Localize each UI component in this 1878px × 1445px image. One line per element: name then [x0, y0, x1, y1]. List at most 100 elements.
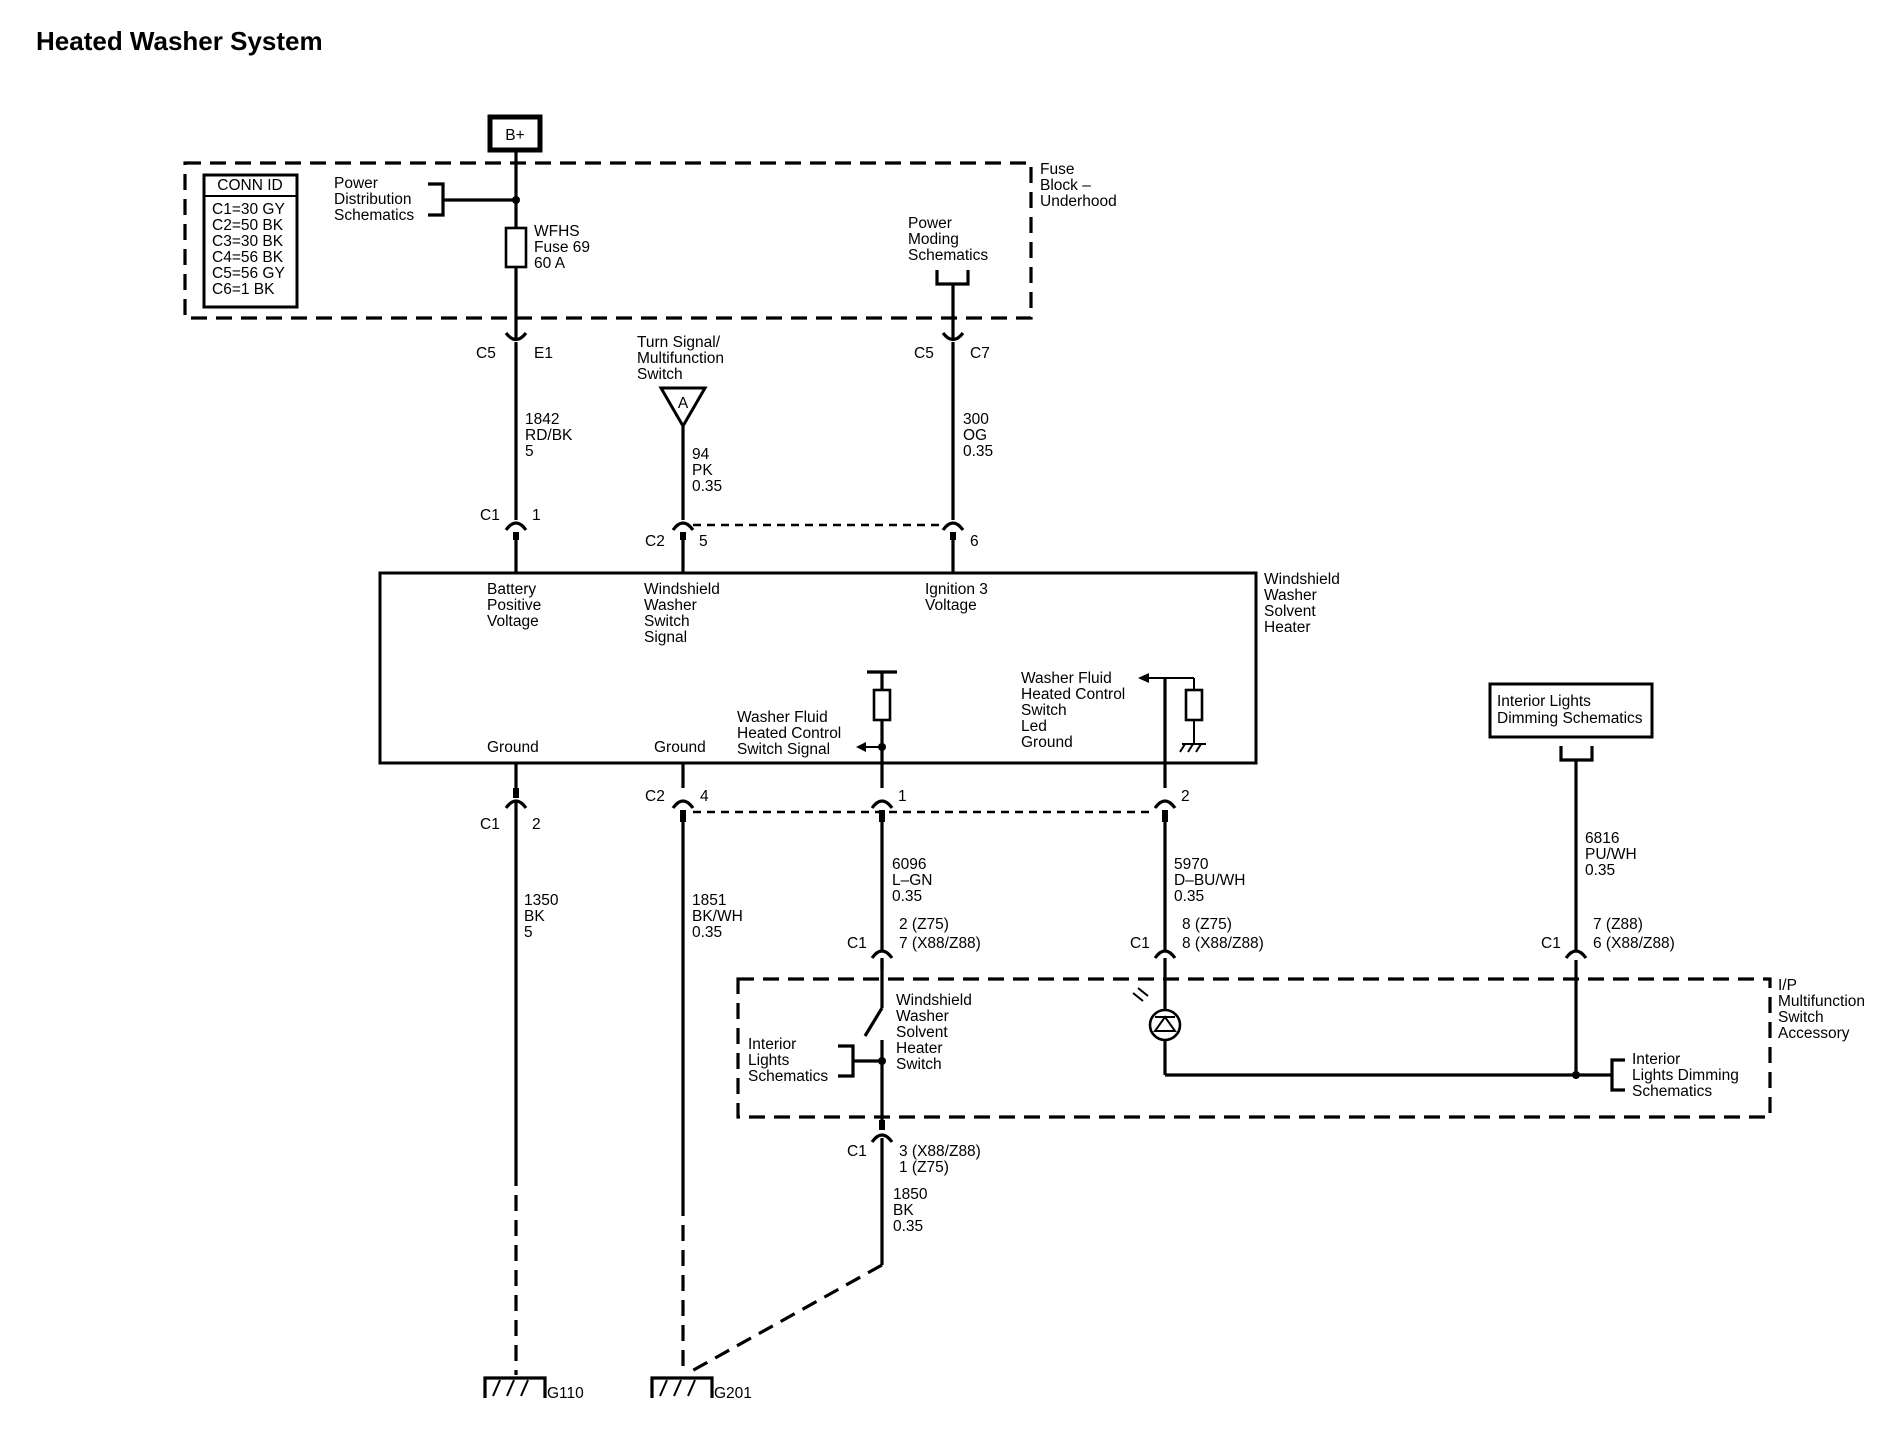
- battery-label: B+: [505, 127, 524, 144]
- svg-text:1350: 1350: [524, 892, 559, 909]
- svg-text:6: 6: [970, 533, 979, 550]
- svg-text:Multifunction: Multifunction: [637, 350, 724, 367]
- svg-text:C1: C1: [480, 816, 500, 833]
- svg-text:0.35: 0.35: [692, 478, 722, 495]
- ip-switch-label: I/P Multifunction Switch Accessory: [1778, 977, 1865, 1042]
- svg-text:C1: C1: [480, 507, 500, 524]
- svg-text:0.35: 0.35: [893, 1218, 923, 1235]
- svg-text:94: 94: [692, 446, 710, 463]
- svg-text:6816: 6816: [1585, 830, 1619, 847]
- svg-text:Washer Fluid: Washer Fluid: [1021, 670, 1112, 687]
- svg-text:Washer Fluid: Washer Fluid: [737, 709, 828, 726]
- svg-text:Windshield: Windshield: [644, 581, 720, 598]
- svg-text:Dimming Schematics: Dimming Schematics: [1497, 710, 1643, 727]
- wire-1850-ground-run: [689, 1263, 883, 1374]
- svg-text:Voltage: Voltage: [487, 613, 539, 630]
- wire-6816-label: 6816 PU/WH 0.35: [1585, 830, 1637, 879]
- ground-label-1: Ground: [487, 739, 539, 756]
- svg-text:7 (Z88): 7 (Z88): [1593, 916, 1643, 933]
- fuse-number: Fuse 69: [534, 239, 590, 256]
- svg-text:C5: C5: [476, 345, 496, 362]
- interior-dimming-ref-inner: Interior Lights Dimming Schematics: [1572, 960, 1739, 1100]
- svg-text:Heated Control: Heated Control: [737, 725, 841, 742]
- svg-text:Lights: Lights: [748, 1052, 790, 1069]
- svg-text:Lights Dimming: Lights Dimming: [1632, 1067, 1739, 1084]
- ground-label-2: Ground: [654, 739, 706, 756]
- svg-text:C2: C2: [645, 788, 665, 805]
- connector-c5-e1: C5 E1: [476, 318, 553, 362]
- svg-text:Multifunction: Multifunction: [1778, 993, 1865, 1010]
- svg-text:E1: E1: [534, 345, 553, 362]
- svg-text:Signal: Signal: [644, 629, 687, 646]
- fuse-69: WFHS Fuse 69 60 A: [504, 150, 590, 318]
- svg-text:5: 5: [524, 924, 533, 941]
- svg-text:1: 1: [532, 507, 541, 524]
- connector-c5-c7: C5 C7: [914, 318, 990, 362]
- diagram-title: Heated Washer System: [36, 26, 323, 56]
- svg-text:Ignition 3: Ignition 3: [925, 581, 988, 598]
- svg-text:C1: C1: [847, 935, 867, 952]
- svg-text:Positive: Positive: [487, 597, 541, 614]
- conn-id-table: CONN ID C1=30 GY C2=50 BK C3=30 BK C4=56…: [202, 173, 299, 309]
- svg-text:Windshield: Windshield: [896, 992, 972, 1009]
- svg-text:Schematics: Schematics: [748, 1068, 828, 1085]
- svg-text:4: 4: [700, 788, 709, 805]
- svg-text:PK: PK: [692, 462, 713, 479]
- svg-text:5970: 5970: [1174, 856, 1209, 873]
- svg-text:Schematics: Schematics: [334, 207, 414, 224]
- wire-5970-label: 5970 D–BU/WH 0.35: [1174, 856, 1245, 905]
- svg-text:C5: C5: [914, 345, 934, 362]
- svg-text:Distribution: Distribution: [334, 191, 412, 208]
- svg-text:Underhood: Underhood: [1040, 193, 1117, 210]
- svg-text:0.35: 0.35: [1585, 862, 1615, 879]
- svg-text:Block –: Block –: [1040, 177, 1091, 194]
- wire-6096-label: 6096 L–GN 0.35: [892, 856, 933, 905]
- svg-text:Voltage: Voltage: [925, 597, 977, 614]
- conn-id-row: C5=56 GY: [212, 265, 285, 282]
- svg-text:Turn Signal/: Turn Signal/: [637, 334, 721, 351]
- svg-text:Switch: Switch: [644, 613, 690, 630]
- conn-id-row: C6=1 BK: [212, 281, 275, 298]
- connector-c2-4: C2 4: [645, 788, 709, 822]
- svg-text:5: 5: [525, 443, 534, 460]
- svg-text:6 (X88/Z88): 6 (X88/Z88): [1593, 935, 1675, 952]
- connector-c1-1: C1 1: [480, 507, 541, 540]
- wire-1850-label: 1850 BK 0.35: [893, 1186, 928, 1235]
- ip-connector-right: C1 7 (Z88) 6 (X88/Z88): [1541, 916, 1675, 959]
- svg-text:C2: C2: [645, 533, 665, 550]
- svg-text:BK: BK: [524, 908, 545, 925]
- svg-text:RD/BK: RD/BK: [525, 427, 573, 444]
- svg-text:8 (X88/Z88): 8 (X88/Z88): [1182, 935, 1264, 952]
- svg-text:PU/WH: PU/WH: [1585, 846, 1637, 863]
- module-name: Windshield Washer Solvent Heater: [1264, 571, 1340, 636]
- solvent-heater-module: [378, 571, 1258, 765]
- svg-text:Moding: Moding: [908, 231, 959, 248]
- svg-text:Switch: Switch: [896, 1056, 942, 1073]
- svg-text:2 (Z75): 2 (Z75): [899, 916, 949, 933]
- svg-text:Power: Power: [908, 215, 952, 232]
- ip-connector-left: C1 2 (Z75) 7 (X88/Z88): [847, 916, 981, 970]
- svg-text:300: 300: [963, 411, 989, 428]
- svg-text:5: 5: [699, 533, 708, 550]
- turn-signal-ref-letter: A: [678, 395, 689, 412]
- battery-source: B+: [487, 114, 543, 153]
- connector-c1-2: C1 2: [480, 788, 541, 833]
- svg-text:C7: C7: [970, 345, 990, 362]
- internal-led-ground: [1138, 673, 1206, 763]
- svg-text:Battery: Battery: [487, 581, 536, 598]
- svg-text:Interior Lights: Interior Lights: [1497, 693, 1591, 710]
- ip-connector-bottom: C1 3 (X88/Z88) 1 (Z75): [847, 1120, 981, 1176]
- conn-id-row: C1=30 GY: [212, 201, 285, 218]
- battery-positive-voltage-label: Battery Positive Voltage: [487, 581, 541, 630]
- svg-text:Solvent: Solvent: [1264, 603, 1316, 620]
- svg-text:Switch Signal: Switch Signal: [737, 741, 830, 758]
- ground-g201-label: G201: [714, 1385, 752, 1402]
- fuse-rating: 60 A: [534, 255, 566, 272]
- conn-id-header: CONN ID: [217, 177, 282, 194]
- svg-text:0.35: 0.35: [1174, 888, 1204, 905]
- fuse-name: WFHS: [534, 223, 580, 240]
- svg-text:C1: C1: [847, 1143, 867, 1160]
- svg-text:BK: BK: [893, 1202, 914, 1219]
- internal-pullup-resistor: [856, 670, 897, 763]
- svg-text:Heated Control: Heated Control: [1021, 686, 1125, 703]
